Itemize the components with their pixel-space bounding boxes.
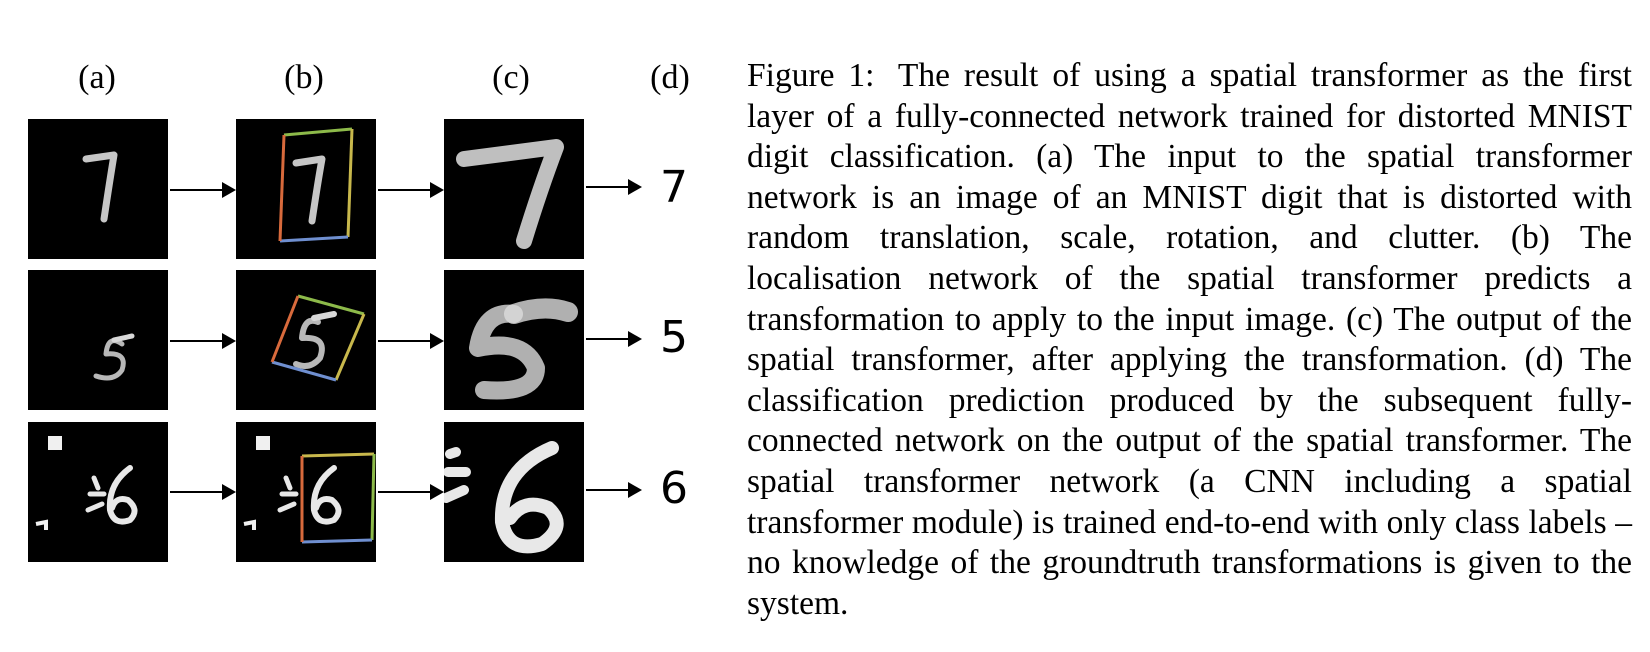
transformed-image-digit-7: [444, 119, 584, 259]
transformed-image-digit-6: [444, 422, 584, 562]
arrow-row1-a-to-b: [170, 182, 236, 198]
figure-panel: (a) (b) (c) (d) 7: [0, 0, 720, 652]
column-label-b: (b): [284, 59, 324, 96]
column-label-c: (c): [492, 59, 530, 96]
transformed-image-digit-5: [444, 270, 584, 410]
figure-number: Figure 1:: [747, 57, 875, 94]
input-image-digit-5: [28, 270, 168, 410]
input-image-digit-7: [28, 119, 168, 259]
localised-image-digit-7: [236, 119, 376, 259]
input-image-digit-6: [28, 422, 168, 562]
arrow-row3-b-to-c: [378, 484, 444, 500]
arrow-row3-a-to-b: [170, 484, 236, 500]
column-label-a: (a): [78, 59, 116, 96]
prediction-row3: 6: [660, 463, 688, 514]
arrow-row2-a-to-b: [170, 333, 236, 349]
column-label-d: (d): [650, 59, 690, 96]
arrow-row3-c-to-d: [586, 482, 642, 498]
arrow-row1-c-to-d: [586, 179, 642, 195]
localised-image-digit-5: [236, 270, 376, 410]
localised-image-digit-6: [236, 422, 376, 562]
arrow-row2-b-to-c: [378, 333, 444, 349]
caption-text: The result of using a spatial transforme…: [747, 57, 1632, 622]
arrow-row2-c-to-d: [586, 331, 642, 347]
prediction-row2: 5: [660, 312, 688, 363]
prediction-row1: 7: [660, 162, 688, 213]
arrow-row1-b-to-c: [378, 182, 444, 198]
figure-caption: Figure 1: The result of using a spatial …: [747, 56, 1632, 624]
